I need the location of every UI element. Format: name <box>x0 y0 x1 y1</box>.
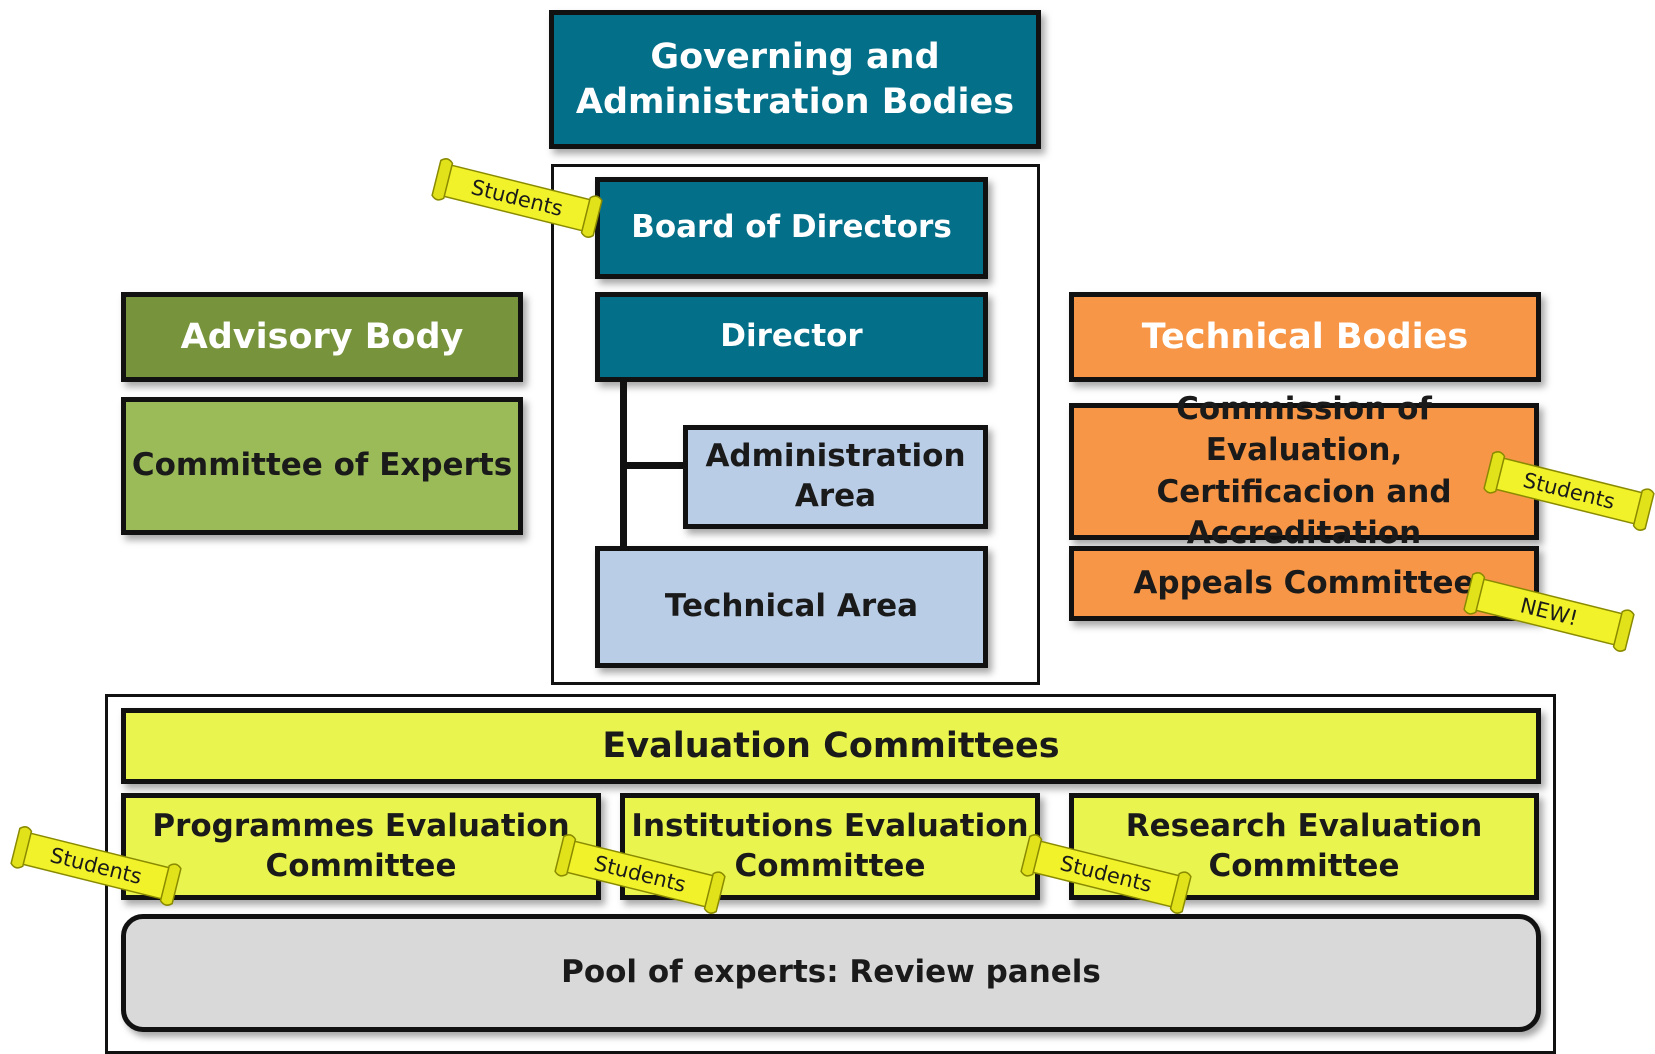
institutions-evaluation-box: Institutions Evaluation Committee <box>620 793 1040 900</box>
commission-line3: Accreditation <box>1186 514 1422 551</box>
research-line2: Committee <box>1208 847 1400 884</box>
director-label: Director <box>720 318 863 355</box>
pool-of-experts-box: Pool of experts: Review panels <box>121 914 1541 1032</box>
advisory-body-box: Advisory Body <box>121 292 523 382</box>
appeals-committee-box: Appeals Committee <box>1069 546 1539 621</box>
appeals-label: Appeals Committee <box>1133 564 1475 601</box>
technical-bodies-box: Technical Bodies <box>1069 292 1541 382</box>
committee-of-experts-box: Committee of Experts <box>121 397 523 535</box>
programmes-line1: Programmes Evaluation <box>152 807 570 844</box>
technical-bodies-title: Technical Bodies <box>1141 316 1469 357</box>
research-evaluation-box: Research Evaluation Committee <box>1069 793 1539 900</box>
institutions-line2: Committee <box>734 847 926 884</box>
technical-area-box: Technical Area <box>595 546 988 668</box>
commission-line2: Certificacion and <box>1156 473 1452 510</box>
governing-line1: Governing and <box>650 36 940 77</box>
advisory-title: Advisory Body <box>180 316 464 357</box>
institutions-line1: Institutions Evaluation <box>631 807 1029 844</box>
commission-line1: Commission of Evaluation, <box>1176 391 1432 469</box>
technical-area-label: Technical Area <box>664 588 919 625</box>
programmes-line2: Committee <box>265 847 457 884</box>
research-line1: Research Evaluation <box>1125 807 1483 844</box>
administration-area-box: Administration Area <box>683 425 988 529</box>
admin-area-line1: Administration <box>705 438 966 475</box>
commission-evaluation-box: Commission of Evaluation, Certificacion … <box>1069 391 1539 551</box>
programmes-evaluation-box: Programmes Evaluation Committee <box>121 793 601 900</box>
board-of-directors-box: Board of Directors <box>595 177 988 279</box>
board-label: Board of Directors <box>631 209 952 246</box>
committee-of-experts-label: Committee of Experts <box>131 447 513 484</box>
evaluation-title: Evaluation Committees <box>602 725 1060 766</box>
admin-connector-horizontal <box>620 462 686 469</box>
governing-line2: Administration Bodies <box>575 81 1015 122</box>
evaluation-committees-box: Evaluation Committees <box>121 708 1541 784</box>
pool-label: Pool of experts: Review panels <box>561 954 1101 991</box>
governing-administration-bodies-box: Governing and Administration Bodies <box>549 10 1041 149</box>
director-box: Director <box>595 292 988 382</box>
admin-area-line2: Area <box>794 478 877 514</box>
